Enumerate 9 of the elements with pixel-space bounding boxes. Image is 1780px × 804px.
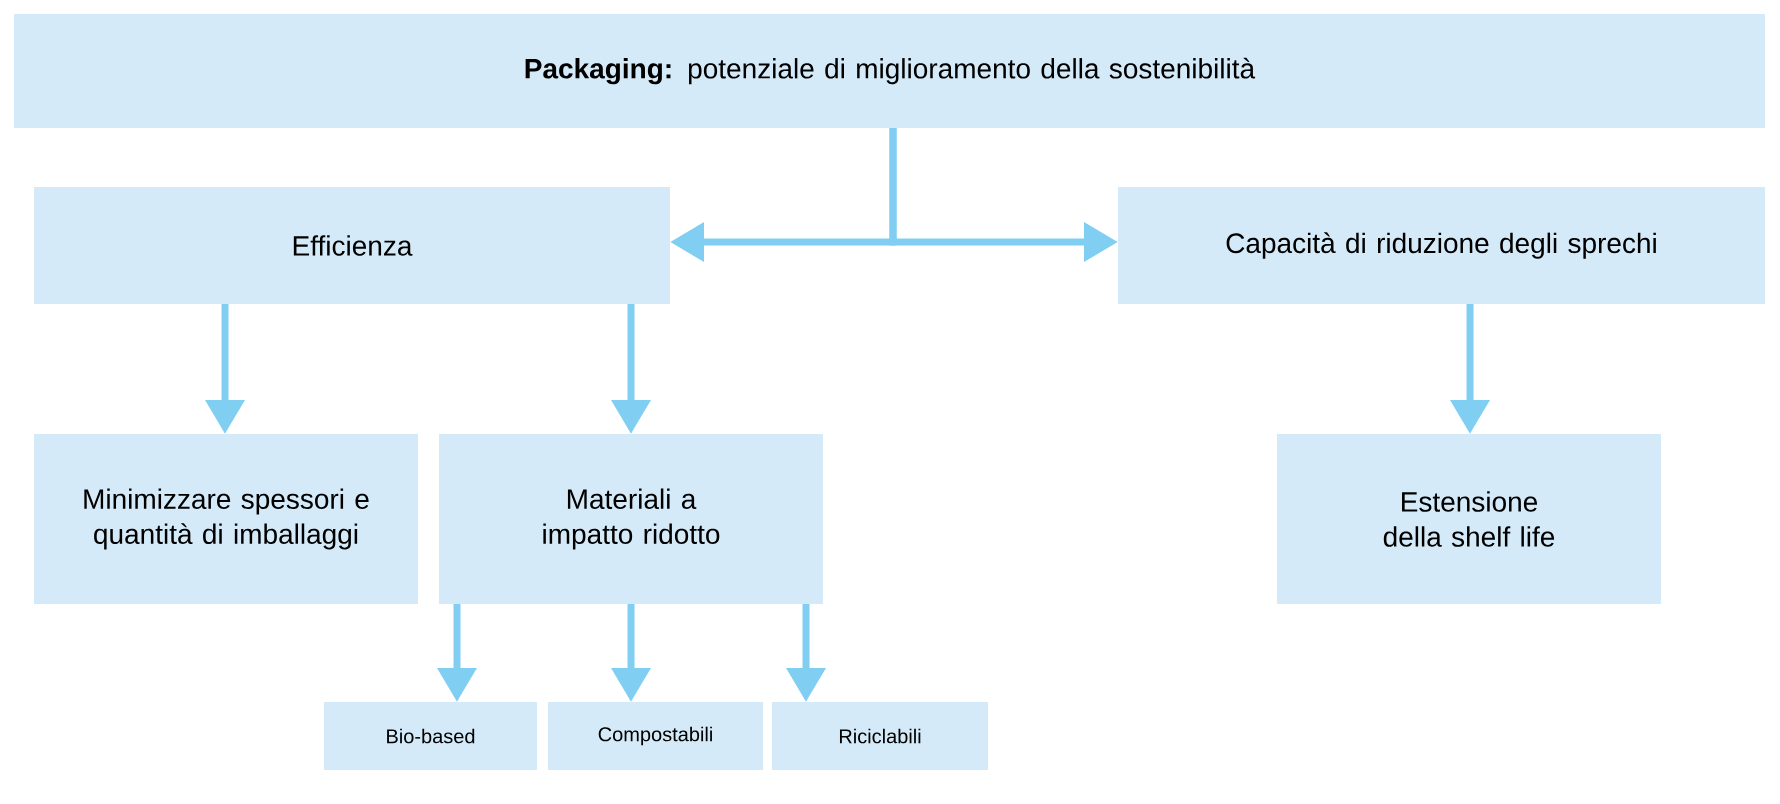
category-box: Compostabili [548, 702, 763, 770]
process-box: Capacità di riduzione degli sprechi [1118, 187, 1765, 304]
process-box: Efficienza [34, 187, 670, 304]
process-box: Estensione della shelf life [1277, 434, 1661, 604]
category-box: Bio-based [324, 702, 537, 770]
category-box: Riciclabili [772, 702, 988, 770]
process-box: Minimizzare spessori e quantità di imballaggi [34, 434, 418, 604]
title-box: Packaging: potenziale di miglioramento della sostenibilità [14, 14, 1765, 128]
process-box: Materiali a impatto ridotto [439, 434, 823, 604]
